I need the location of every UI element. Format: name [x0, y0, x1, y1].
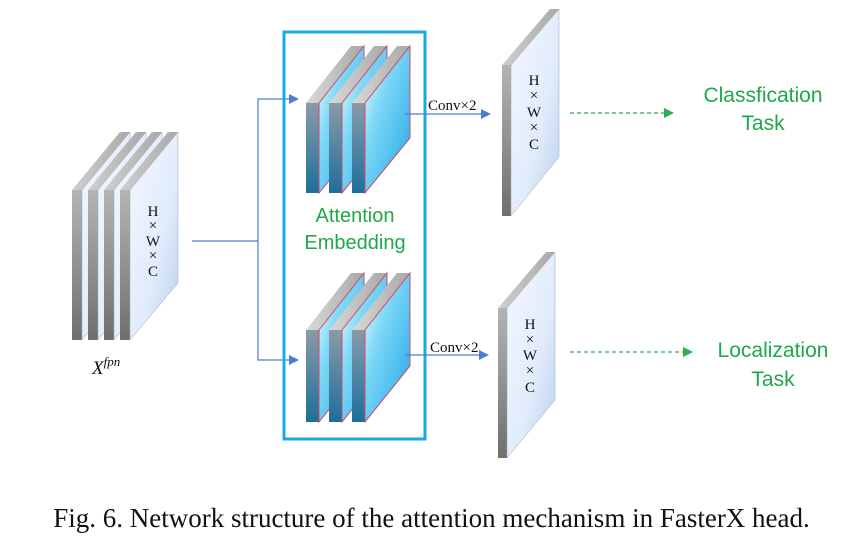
dim-h: H [525, 317, 536, 333]
dim-x1: × [149, 218, 157, 234]
input-dims-label: H × W × C [146, 204, 161, 280]
dim-c: C [529, 137, 539, 153]
bottom-conv-label: Conv×2 [430, 340, 478, 356]
dim-x2: × [530, 120, 538, 136]
top-output-dims: H × W × C [527, 73, 542, 153]
dim-w: W [146, 234, 161, 250]
bottom-output-feature [498, 251, 556, 459]
dim-x1: × [526, 332, 534, 348]
dim-x1: × [530, 88, 538, 104]
dim-w: W [523, 348, 538, 364]
dim-c: C [148, 264, 158, 280]
classification-task-line1: Classfication [703, 84, 822, 107]
localization-task-line1: Localization [718, 339, 829, 362]
attention-layer [352, 271, 411, 424]
top-output-feature [502, 8, 560, 217]
attention-label-line2: Embedding [304, 232, 405, 254]
dim-x2: × [526, 363, 534, 379]
input-label: Xfpn [91, 354, 120, 379]
dim-h: H [529, 73, 540, 89]
attention-embedding-box [282, 30, 427, 441]
dim-h: H [148, 204, 159, 220]
attention-layer [352, 44, 411, 195]
top-conv-label: Conv×2 [428, 98, 476, 114]
bottom-output-dims: H × W × C [523, 317, 538, 396]
figure-caption: Fig. 6. Network structure of the attenti… [53, 503, 810, 533]
input-feature-stack [72, 131, 179, 341]
attention-stack-top [306, 44, 411, 195]
dim-x2: × [149, 248, 157, 264]
dim-c: C [525, 380, 535, 396]
attention-stack-bottom [306, 271, 411, 424]
input-feature-layer [120, 131, 179, 341]
classification-task-line2: Task [741, 112, 785, 135]
attention-label-line1: Attention [316, 205, 395, 227]
input-connector [192, 94, 299, 365]
dim-w: W [527, 105, 542, 121]
localization-task-line2: Task [751, 368, 795, 391]
